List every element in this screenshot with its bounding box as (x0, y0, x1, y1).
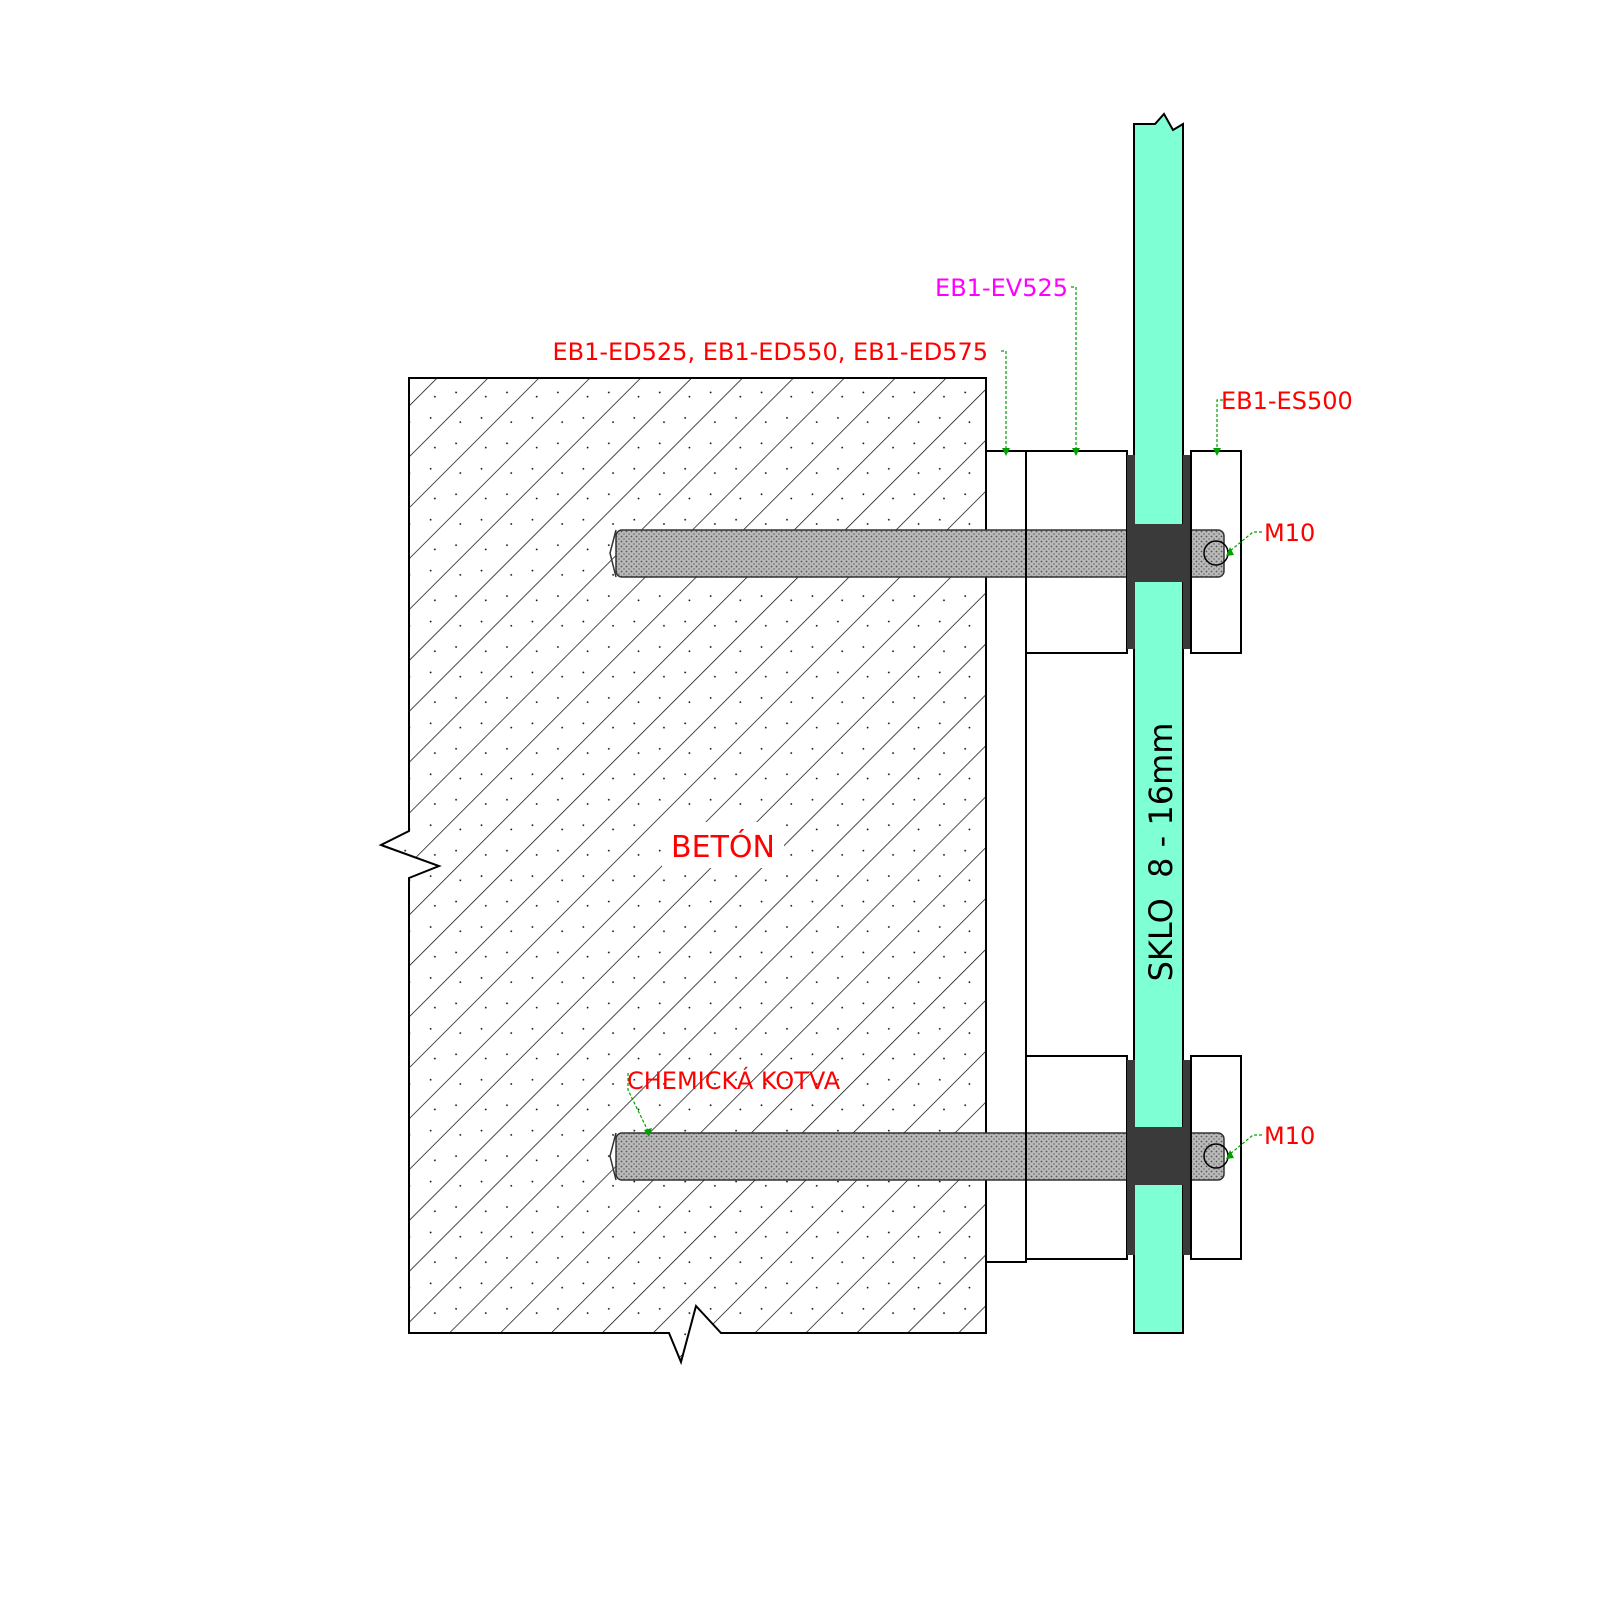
bottom-standoff-body (1025, 1055, 1128, 1260)
top-bolt-sleeve (1127, 524, 1191, 582)
concrete-label: BETÓN (671, 828, 775, 865)
leader-anchor (627, 1073, 649, 1132)
top-standoff-body (1025, 450, 1128, 654)
top-anchor-tip (609, 529, 617, 578)
leader-lines (627, 286, 1262, 1155)
glass-outline (1133, 112, 1184, 1334)
cap-label: EB1-ES500 (1221, 387, 1353, 415)
bottom-anchor-tip (609, 1132, 617, 1181)
concrete-fill (381, 378, 986, 1362)
top-anchor-rod (615, 529, 1225, 578)
bolt-top-label: M10 (1264, 519, 1315, 547)
leader-bolt-bottom (1229, 1134, 1262, 1155)
concrete-wall (378, 377, 987, 1366)
top-fixing (609, 450, 1242, 654)
leader-standoff-body (1071, 286, 1077, 448)
bottom-cap (1190, 1055, 1242, 1260)
bolt-bottom-label: M10 (1264, 1122, 1315, 1150)
leader-cap (1216, 399, 1223, 448)
top-cap (1190, 450, 1242, 654)
bottom-fixing (609, 1055, 1242, 1260)
bottom-bolt-sleeve (1127, 1127, 1191, 1185)
anchor-label: CHEMICKÁ KOTVA (627, 1066, 841, 1095)
bottom-anchor-rod (615, 1132, 1225, 1181)
leader-arrowheads (644, 448, 1234, 1159)
leader-spacer-adapters (1001, 350, 1007, 448)
spacer-adapters-label: EB1-ED525, EB1-ED550, EB1-ED575 (552, 338, 988, 366)
glass-pane (1133, 112, 1184, 1334)
standoff-body-label: EB1-EV525 (935, 274, 1068, 302)
concrete-text-mask (662, 822, 784, 868)
concrete-outline (378, 377, 987, 1366)
leader-bolt-top (1229, 531, 1262, 552)
spacer-plate (985, 450, 1027, 1263)
glass-label: SKLO 8 - 16mm (1142, 723, 1180, 982)
